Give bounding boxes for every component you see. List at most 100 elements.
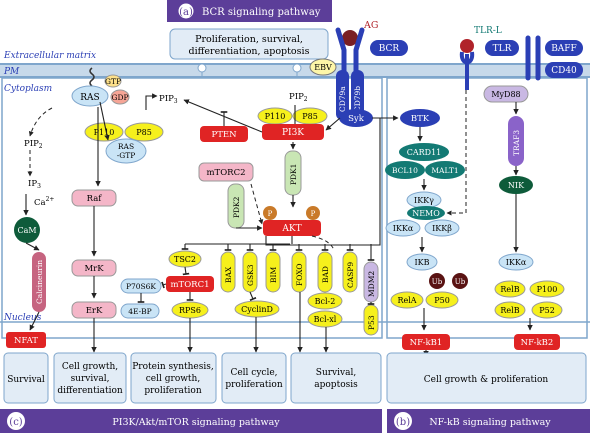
ub-2-label: Ub (455, 278, 466, 286)
relb-1-label: RelB (500, 285, 519, 294)
top-outcome-box (169, 28, 329, 60)
p53-label: P53 (367, 315, 376, 330)
baff-receptor-icon (525, 35, 541, 81)
bim-node (265, 251, 281, 293)
cytoplasm-label: Cytoplasm (4, 84, 52, 94)
pi3k-label: PI3K (282, 128, 304, 138)
p53-node (363, 304, 379, 336)
bcr-badge (370, 40, 408, 56)
ebv-label: EBV (314, 63, 332, 72)
ras-gtp-node (105, 138, 147, 164)
mrk-label: MrK (84, 264, 104, 274)
top-outcome-line2: differentiation, apoptosis (189, 46, 310, 57)
gtp-label: GTP (105, 77, 121, 86)
relb-2-label: RelB (500, 306, 519, 315)
ras-gtp-line1: RAS (118, 142, 134, 151)
4ebp-node (120, 303, 160, 319)
ikka2-label: IKKα (506, 258, 527, 267)
bad-label: BAD (321, 266, 330, 283)
outcome-5-l2: apoptosis (314, 380, 358, 390)
tlr-l-label: TLR-L (474, 26, 502, 36)
panel-c-title: PI3K/Akt/mTOR signaling pathway (112, 417, 280, 428)
p110-2-label: P110 (265, 112, 286, 121)
ub-1-label: Ub (432, 278, 443, 286)
bcl2-label: Bcl-2 (315, 297, 336, 306)
raf-label: Raf (87, 194, 103, 204)
nfkb1-node (402, 334, 450, 350)
gtp-oval (104, 74, 122, 88)
relb-1-node (494, 280, 526, 298)
p110-label: P110 (94, 128, 115, 137)
myd88-label: MyD88 (491, 90, 520, 99)
calcineurin-label: Calcineurin (35, 260, 44, 304)
erk-label: ErK (86, 306, 103, 316)
btk-label: BTK (411, 114, 430, 124)
outcome-3-l2: cell growth, (146, 374, 200, 384)
mtorc2-label: mTORC2 (206, 168, 245, 178)
card11-label: CARD11 (407, 148, 442, 157)
outcome-3-l1: Protein synthesis, (132, 362, 213, 372)
pip2-left-label: PIP2 (24, 139, 43, 150)
cd79a-chain (336, 70, 349, 120)
casp9-node (342, 251, 358, 293)
ub-1 (429, 273, 445, 289)
outcome-2-l1: Cell growth, (62, 362, 118, 372)
pi3k-cytoplasm-frame (1, 77, 383, 339)
btk-node (400, 109, 440, 127)
ikka-label: IKKα (393, 224, 414, 233)
p50-node (425, 291, 459, 309)
outcome-3-l3: proliferation (144, 386, 201, 396)
p100-node (529, 280, 565, 298)
ag-label: AG (363, 20, 378, 31)
cd79b-label: CD79b (353, 86, 362, 112)
membrane-lipid-marks (197, 63, 302, 77)
tlr-badge (485, 40, 519, 56)
ip3-label: IP3 (28, 179, 41, 190)
outcome-2-l3: differentiation (57, 386, 123, 396)
p100-label: P100 (537, 285, 558, 294)
antigen-icon (342, 30, 358, 46)
p50-label: P50 (434, 296, 450, 305)
nemo-label: NEMO (412, 209, 440, 218)
pi3k-node (262, 124, 324, 140)
ikb-label: IKB (414, 258, 429, 267)
panel-b-title: NF-kB signaling pathway (429, 417, 551, 428)
nfat-label: NFAT (14, 336, 38, 346)
bcl10-node (385, 161, 425, 179)
traf3-node (508, 116, 524, 166)
tlr-ligand-icon (460, 39, 474, 53)
bcr-label: BCR (379, 44, 400, 54)
p85-label: P85 (136, 128, 152, 137)
ikka2-node (498, 253, 534, 271)
p52-label: P52 (539, 306, 555, 315)
bcl10-label: BCL10 (392, 166, 418, 175)
pip2-label: PIP2 (289, 92, 308, 103)
nik-node (499, 176, 533, 194)
activation-arrows (23, 93, 533, 357)
outcome-growth-proliferation (386, 352, 587, 404)
card11-node (399, 143, 449, 161)
outcome-growth-survival (53, 352, 127, 404)
baff-badge (545, 40, 583, 56)
ras-node (71, 85, 109, 107)
panel-b-bar (387, 409, 590, 433)
casp9-label: CASP9 (346, 262, 355, 288)
outcome-cell-cycle (221, 352, 287, 404)
bax-label: BAX (224, 266, 233, 283)
ras-label: RAS (80, 93, 99, 103)
bcl2-node (307, 292, 343, 310)
bcr-receptor-icon (335, 27, 365, 81)
panel-c-bar (0, 409, 382, 433)
mtorc1-node (166, 276, 214, 292)
pip3-label: PIP3 (159, 94, 178, 105)
bad-node (317, 251, 333, 293)
dashed-arrows (27, 90, 467, 251)
p70s6k-label: P70S6K (126, 282, 156, 291)
mdm2-label: MDM2 (367, 271, 376, 297)
outcome-protein-synthesis (130, 352, 217, 404)
outcome-2-l2: survival, (71, 374, 110, 384)
foxo-node (291, 251, 307, 293)
relb-2-node (494, 301, 526, 319)
cd40-badge (545, 62, 583, 78)
